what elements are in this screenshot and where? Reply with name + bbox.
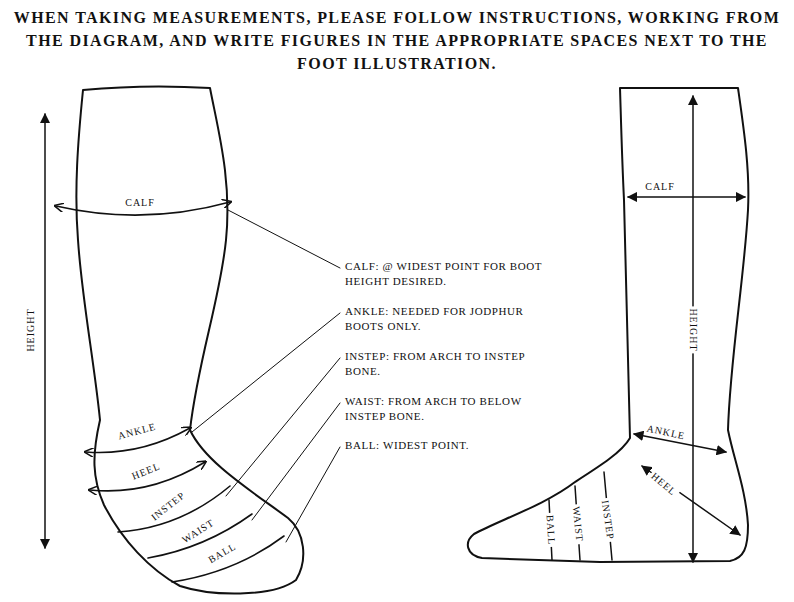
waist-band [148,514,252,558]
ball-label: BALL [544,513,557,548]
ball-label: BALL [204,540,239,567]
heel-label: HEEL [128,460,163,483]
instep-label: INSTEP [599,497,616,542]
ball-note: BALL: WIDEST POINT. [345,438,550,453]
front-leg-outline [76,86,303,593]
waist-label: WAIST [570,504,585,544]
instep-label: INSTEP [147,488,188,524]
calf-note: CALF: @ WIDEST POINT FOR BOOT HEIGHT DES… [345,259,550,289]
side-leg-outline [468,88,749,562]
ankle-label: ANKLE [644,422,688,442]
ankle-label: ANKLE [115,420,159,442]
calf-label: CALF [643,181,677,192]
calf-arrow [628,196,745,198]
leader-lines [192,210,340,542]
ankle-note: ANKLE: NEEDED FOR JODPHUR BOOTS ONLY. [345,304,550,334]
calf-label: CALF [123,197,157,208]
heel-label: HEEL [648,469,681,499]
height-arrow [44,114,46,548]
height-label: HEIGHT [25,306,36,353]
title: WHEN TAKING MEASUREMENTS, PLEASE FOLLOW … [12,6,782,76]
waist-label: WAIST [178,516,217,546]
instep-note: INSTEP: FROM ARCH TO INSTEP BONE. [345,349,550,379]
waist-note: WAIST: FROM ARCH TO BELOW INSTEP BONE. [345,394,550,424]
heel-arrow [642,466,740,535]
height-label: HEIGHT [688,306,699,353]
